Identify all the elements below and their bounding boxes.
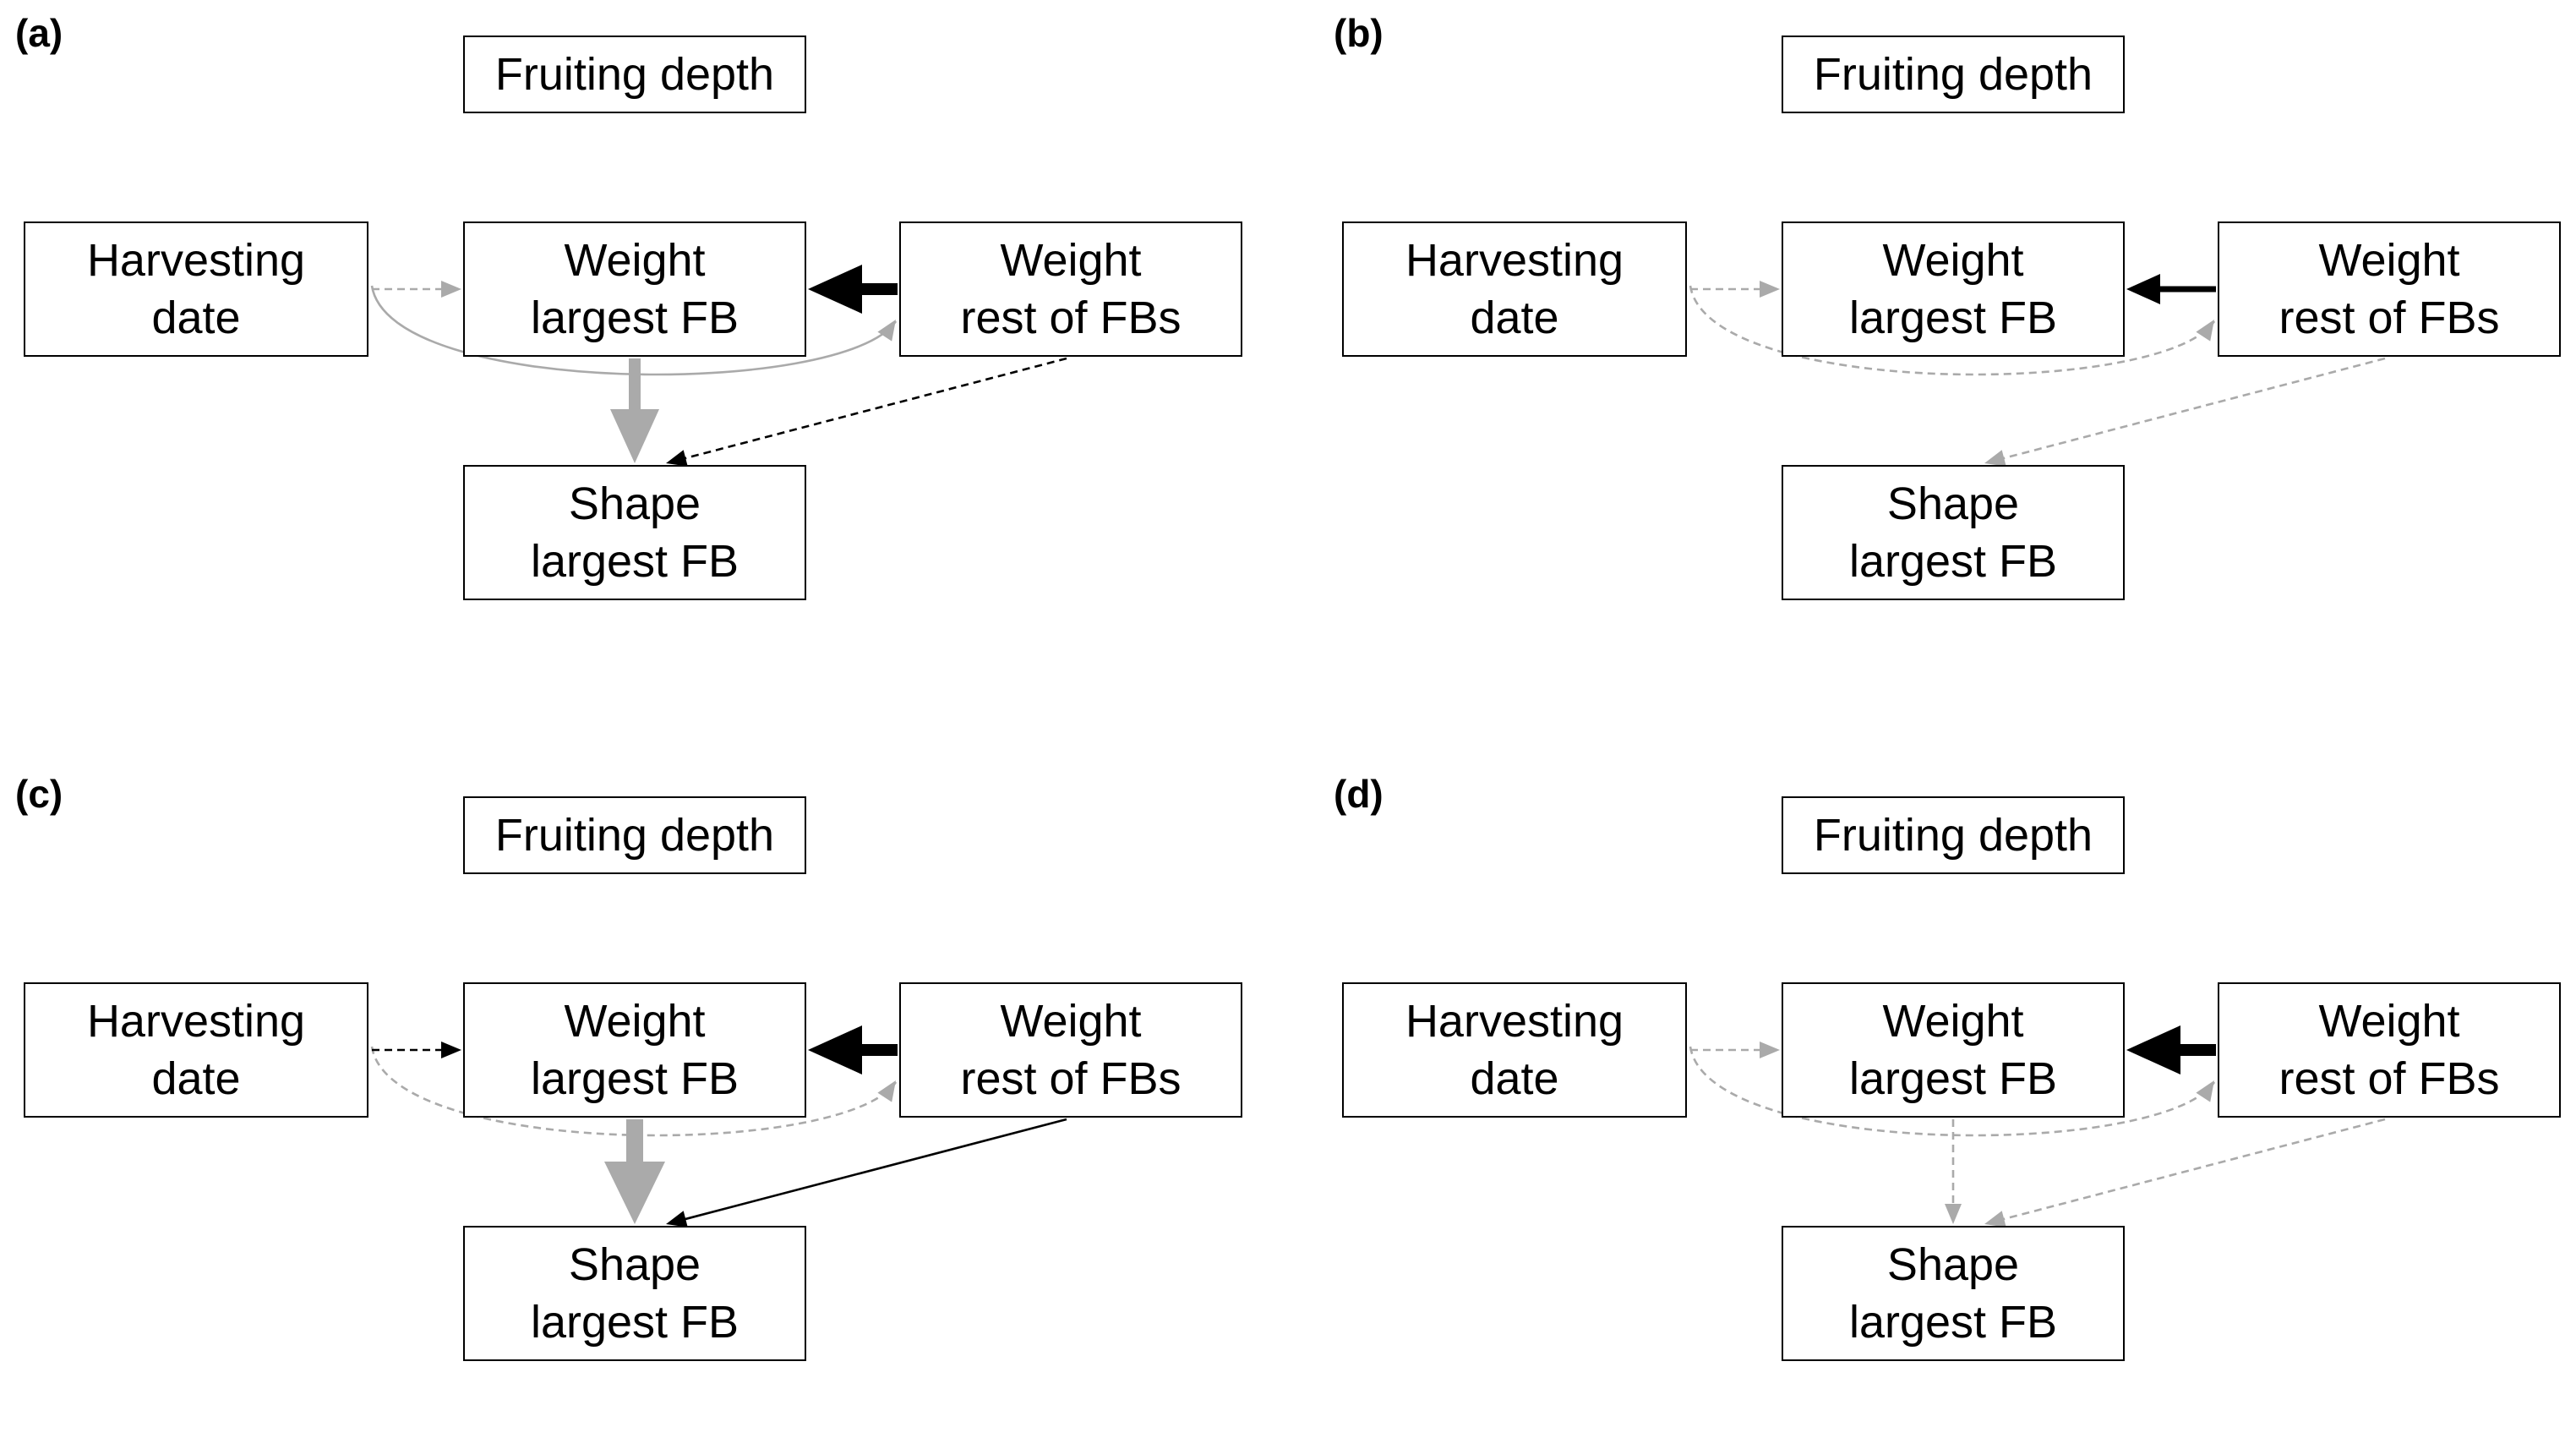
edge-harvest-to-weight-largest-arrowhead: [441, 1042, 461, 1058]
node-shape: Shape largest FB: [1782, 465, 2125, 600]
node-label: Harvesting date: [86, 996, 306, 1104]
node-label: Fruiting depth: [494, 49, 775, 100]
node-weight-rest: Weight rest of FBs: [899, 982, 1242, 1118]
edge-weight-rest-to-weight-largest-arrowhead: [2126, 1025, 2180, 1074]
edge-weight-rest-to-shape: [683, 1118, 1067, 1221]
edge-weight-rest-to-weight-largest-arrowhead: [808, 1025, 862, 1074]
node-label: Harvesting date: [86, 235, 306, 343]
node-label: Fruiting depth: [1813, 49, 2093, 100]
node-shape: Shape largest FB: [463, 1226, 806, 1361]
node-weight-largest: Weight largest FB: [1782, 982, 2125, 1118]
edges-layer: [1689, 274, 2386, 467]
node-shape: Shape largest FB: [1782, 1226, 2125, 1361]
node-label: Harvesting date: [1405, 996, 1624, 1104]
edges-layer: [370, 1025, 1067, 1228]
edge-harvest-to-weight-rest: [1689, 285, 2216, 376]
edge-harvest-to-weight-rest: [370, 1046, 898, 1137]
edge-harvest-to-weight-rest: [370, 285, 898, 376]
edge-weight-largest-to-shape-arrowhead: [1945, 1204, 1962, 1224]
node-label: Weight rest of FBs: [960, 235, 1182, 343]
edge-weight-largest-to-shape-arrowhead: [604, 1162, 665, 1224]
edge-harvest-to-weight-rest-arrowhead: [877, 1080, 896, 1102]
edge-harvest-to-weight-largest-arrowhead: [441, 281, 461, 298]
edge-harvest-to-weight-rest-arrowhead: [2196, 1080, 2214, 1102]
node-label: Shape largest FB: [530, 478, 740, 587]
node-weight-rest: Weight rest of FBs: [899, 221, 1242, 357]
node-depth: Fruiting depth: [1782, 36, 2125, 113]
edges-layer: [370, 265, 1067, 467]
panel-label: (c): [15, 772, 63, 816]
panel-label: (a): [15, 11, 63, 55]
node-label: Weight largest FB: [1848, 235, 2058, 343]
node-harvest: Harvesting date: [1342, 221, 1687, 357]
edge-weight-rest-to-weight-largest-arrowhead: [2126, 274, 2160, 304]
edge-weight-largest-to-shape-arrowhead: [610, 409, 659, 463]
node-shape: Shape largest FB: [463, 465, 806, 600]
node-label: Fruiting depth: [1813, 810, 2093, 861]
node-label: Weight rest of FBs: [2279, 235, 2500, 343]
node-label: Weight largest FB: [530, 996, 740, 1104]
node-depth: Fruiting depth: [463, 36, 806, 113]
edge-harvest-to-weight-largest-arrowhead: [1760, 281, 1780, 298]
node-weight-rest: Weight rest of FBs: [2218, 982, 2561, 1118]
node-harvest: Harvesting date: [1342, 982, 1687, 1118]
panel-label: (d): [1334, 772, 1384, 816]
node-label: Shape largest FB: [1848, 478, 2058, 587]
edge-weight-rest-to-shape-arrowhead: [1984, 450, 2006, 467]
edges-layer: [1689, 1025, 2386, 1228]
edge-harvest-to-weight-rest: [1689, 1046, 2216, 1137]
node-weight-largest: Weight largest FB: [1782, 221, 2125, 357]
edge-weight-rest-to-weight-largest-arrowhead: [808, 265, 862, 314]
node-label: Fruiting depth: [494, 810, 775, 861]
node-harvest: Harvesting date: [24, 982, 368, 1118]
edge-weight-rest-to-shape-arrowhead: [1984, 1211, 2006, 1228]
edge-harvest-to-weight-rest-arrowhead: [2196, 320, 2214, 342]
node-weight-largest: Weight largest FB: [463, 221, 806, 357]
edge-harvest-to-weight-largest-arrowhead: [1760, 1042, 1780, 1058]
node-label: Harvesting date: [1405, 235, 1624, 343]
node-label: Weight largest FB: [530, 235, 740, 343]
edge-weight-rest-to-shape-arrowhead: [666, 1211, 688, 1228]
edge-weight-rest-to-shape: [2001, 1118, 2386, 1221]
node-weight-rest: Weight rest of FBs: [2218, 221, 2561, 357]
node-label: Weight rest of FBs: [960, 996, 1182, 1104]
node-depth: Fruiting depth: [463, 796, 806, 874]
node-depth: Fruiting depth: [1782, 796, 2125, 874]
panel-label: (b): [1334, 11, 1384, 55]
node-harvest: Harvesting date: [24, 221, 368, 357]
node-label: Shape largest FB: [1848, 1239, 2058, 1348]
node-label: Weight rest of FBs: [2279, 996, 2500, 1104]
node-label: Weight largest FB: [1848, 996, 2058, 1104]
edge-weight-rest-to-shape: [683, 357, 1067, 460]
edge-weight-rest-to-shape: [2001, 357, 2386, 460]
node-label: Shape largest FB: [530, 1239, 740, 1348]
edge-weight-rest-to-shape-arrowhead: [666, 450, 688, 467]
node-weight-largest: Weight largest FB: [463, 982, 806, 1118]
edge-harvest-to-weight-rest-arrowhead: [877, 320, 896, 342]
